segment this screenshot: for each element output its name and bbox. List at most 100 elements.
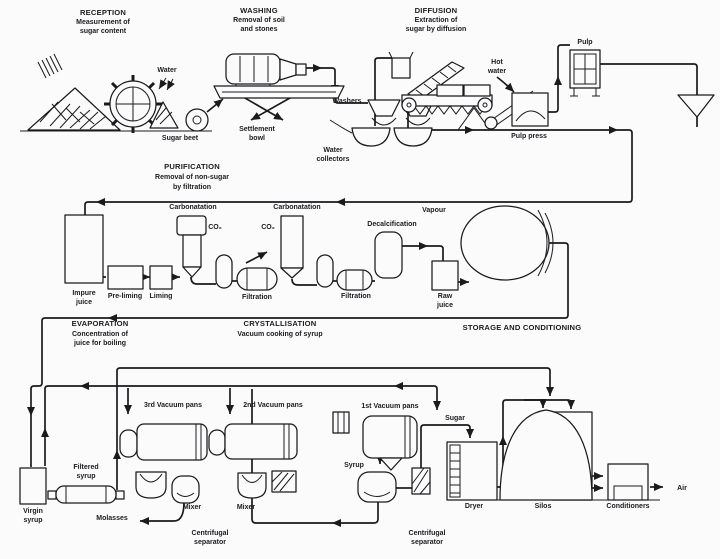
arrow-down-1 xyxy=(27,407,35,416)
filtration-label-2: Filtration xyxy=(341,293,371,300)
section-headers: RECEPTION Measurement of sugar content W… xyxy=(72,6,582,347)
washing-sub1: Removal of soil xyxy=(233,17,285,24)
drum-cone xyxy=(279,58,297,81)
water-drop-arrow-1 xyxy=(158,77,168,90)
arrow-left-6 xyxy=(332,519,341,527)
beet-pile xyxy=(27,87,121,131)
virgin-syrup-tank xyxy=(19,467,47,505)
pan-feed-line xyxy=(44,385,441,466)
co2-label-2: CO₂ xyxy=(261,224,275,231)
hot-water-label-1: Hot xyxy=(491,59,503,66)
carbonatation1-head xyxy=(176,215,207,236)
vapour-label: Vapour xyxy=(422,207,446,214)
decal-to-rawjuice xyxy=(402,245,444,261)
pulp-silo-outlet xyxy=(600,63,698,95)
water-collector-2 xyxy=(393,127,433,147)
filter1-to-carb2-arrow xyxy=(245,251,268,264)
co2-label-1: CO₂ xyxy=(208,224,222,231)
silo-branch-pipe xyxy=(524,399,575,409)
arrow-left-1 xyxy=(336,198,345,206)
arrow-up-4 xyxy=(499,436,507,445)
diffusion-equipment xyxy=(388,49,715,130)
diffusion-sub1: Extraction of xyxy=(415,17,458,24)
washing-sub2: and stones xyxy=(241,26,278,33)
reception-sub1: Measurement of xyxy=(76,19,130,26)
virgin-syrup-feed xyxy=(30,382,43,467)
carb2-outlet xyxy=(291,278,317,286)
raw-juice-box xyxy=(431,260,459,291)
filtered-syrup-label-2: syrup xyxy=(76,473,95,480)
arrow-right-3 xyxy=(313,64,322,72)
evaporation-title: EVAPORATION xyxy=(72,319,129,328)
purification-sub1: Removal of non-sugar xyxy=(155,174,229,181)
conveyor-roller xyxy=(484,116,498,130)
diffusion-title: DIFFUSION xyxy=(415,6,458,15)
evaporation-sub2: juice for boiling xyxy=(73,340,126,347)
dryer-label: Dryer xyxy=(465,503,484,510)
arrow-up-3 xyxy=(554,76,562,85)
arrow-left-4 xyxy=(80,382,89,390)
water-collectors-label-1: Water xyxy=(323,147,342,154)
syrup-return-line xyxy=(251,389,379,524)
filtration-label-1: Filtration xyxy=(242,294,272,301)
carbonatation-label-2: Carbonatation xyxy=(273,204,320,211)
sugar-silo-dome xyxy=(499,409,593,501)
mixer-3rd xyxy=(135,471,167,499)
storage-equipment xyxy=(446,409,649,501)
centrifugal-2nd xyxy=(271,470,297,493)
arrow-up-1 xyxy=(41,428,49,437)
vacuum-pans-1st-label: 1st Vacuum pans xyxy=(361,403,418,410)
reception-equipment xyxy=(27,53,209,133)
vessel-2 xyxy=(316,254,334,288)
raw-juice-label-1: Raw xyxy=(438,293,453,300)
diffusion-sub2: sugar by diffusion xyxy=(406,26,467,33)
pan1-feedbox xyxy=(332,411,350,434)
centrifugal-1st xyxy=(357,471,397,503)
decalcification-vessel xyxy=(374,231,403,279)
trough-sprocket-left xyxy=(401,97,417,113)
water-label: Water xyxy=(157,67,176,74)
water-drop-arrow-2 xyxy=(166,78,175,91)
vacuum-pans-2nd-label: 2nd Vacuum pans xyxy=(243,402,303,409)
beet-feed-arrow xyxy=(206,98,224,113)
decalcification-label: Decalcification xyxy=(367,221,416,228)
mixer-2nd xyxy=(237,472,267,499)
molasses-label: Molasses xyxy=(96,515,128,522)
pre-liming-label: Pre-liming xyxy=(108,293,142,300)
arrow-right-2 xyxy=(609,126,618,134)
pulp-press-label: Pulp press xyxy=(511,133,547,140)
washer-unit-1 xyxy=(367,99,401,117)
washing-title: WASHING xyxy=(240,6,278,15)
silos-label: Silos xyxy=(535,503,552,510)
conditioners-box xyxy=(607,463,649,501)
wheel-paddles xyxy=(104,75,162,133)
collector-feed xyxy=(329,119,353,134)
carbonatation2-body xyxy=(280,215,304,269)
diffuser-box-2 xyxy=(463,84,491,97)
purification-title: PURIFICATION xyxy=(164,162,220,171)
sugar-to-dryer xyxy=(420,424,474,468)
hot-water-arrow xyxy=(496,76,515,93)
carb1-outlet xyxy=(190,276,216,285)
filter-1 xyxy=(236,267,278,291)
virgin-syrup-label-2: syrup xyxy=(23,517,42,524)
reception-title: RECEPTION xyxy=(80,8,126,17)
beet-roller xyxy=(185,108,209,132)
diffuser-box-1 xyxy=(436,84,464,97)
vessel-1 xyxy=(215,254,233,289)
trough-sprocket-right xyxy=(477,97,493,113)
crystallisation-equipment xyxy=(19,411,431,505)
liming-label: Liming xyxy=(150,293,173,300)
centrifugal-label-b1: Centrifugal xyxy=(409,530,446,537)
arrow-left-2 xyxy=(96,198,105,206)
crystallisation-sub1: Vacuum cooking of syrup xyxy=(237,331,322,338)
filter-2 xyxy=(336,269,373,291)
hot-water-label-2: water xyxy=(487,68,507,75)
pan3-feeder xyxy=(119,429,138,458)
virgin-syrup-label-1: Virgin xyxy=(23,508,43,515)
mixer-label-a: Mixer xyxy=(183,504,202,511)
beet-leaves-marks xyxy=(37,53,63,79)
arrow-right-1 xyxy=(465,126,474,134)
centrifugal-3rd xyxy=(171,475,200,504)
